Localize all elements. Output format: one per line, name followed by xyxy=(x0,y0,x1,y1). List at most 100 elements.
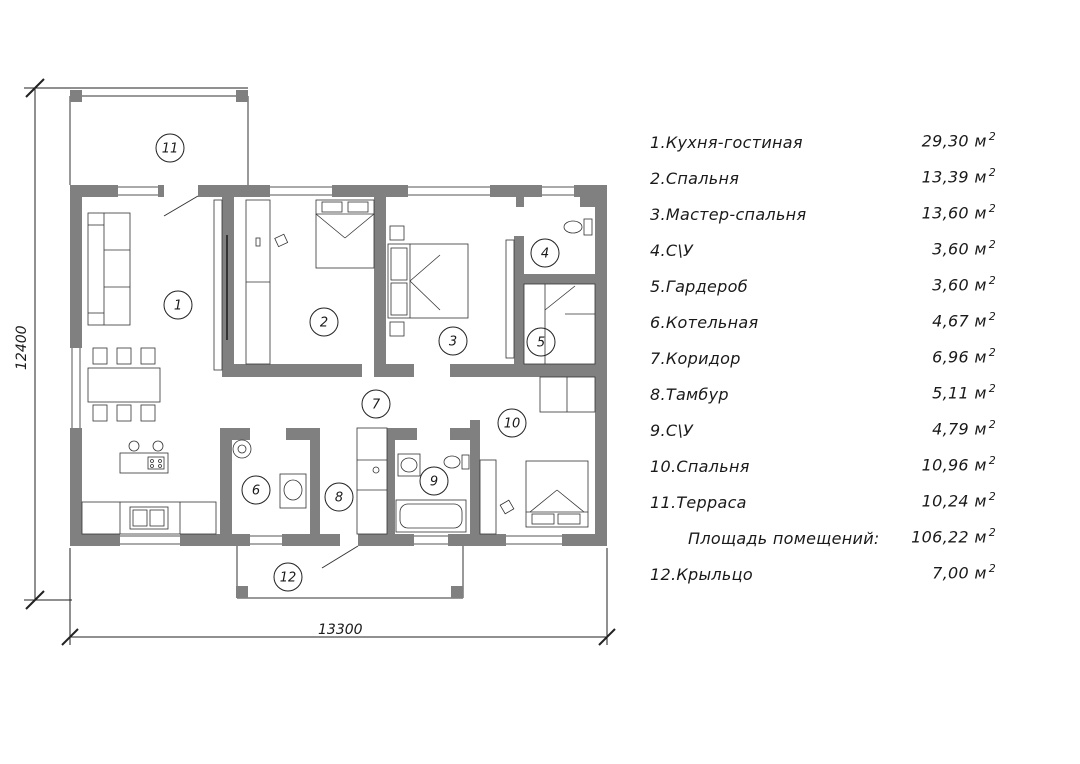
area-value: 29,30 xyxy=(921,131,969,151)
terrace-outline xyxy=(69,95,464,599)
room-name: 4.С\У xyxy=(650,241,694,260)
room-marker-12: 12 xyxy=(273,562,303,592)
area-unit: м xyxy=(974,239,987,259)
area-unit-power: 2 xyxy=(988,454,996,467)
area-unit: м xyxy=(974,275,987,295)
area-unit: м xyxy=(974,203,987,223)
area-unit-power: 2 xyxy=(988,166,996,179)
area-unit: м xyxy=(974,383,987,403)
room-name: 6.Котельная xyxy=(650,313,759,332)
room-name: 8.Тамбур xyxy=(650,385,729,404)
area-value: 3,60 xyxy=(932,275,969,295)
room-name: 7.Коридор xyxy=(650,349,741,368)
area-unit-power: 2 xyxy=(988,418,996,431)
area-unit: м xyxy=(974,455,987,475)
area-value: 7,00 xyxy=(932,563,969,583)
room-marker-9: 9 xyxy=(419,466,449,496)
room-marker-1: 1 xyxy=(163,290,193,320)
room-marker-5: 5 xyxy=(526,327,556,357)
area-unit-power: 2 xyxy=(988,274,996,287)
room-marker-label: 7 xyxy=(372,398,381,413)
height-dimension-label: 12400 xyxy=(14,325,30,370)
width-dimension-label: 13300 xyxy=(318,622,363,638)
room-marker-label: 12 xyxy=(280,571,297,586)
room-name: 1.Кухня-гостиная xyxy=(650,133,803,152)
area-unit: м xyxy=(974,491,987,511)
area-unit-power: 2 xyxy=(988,490,996,503)
area-unit: м xyxy=(974,311,987,331)
windows xyxy=(71,186,574,545)
room-marker-label: 1 xyxy=(174,299,182,314)
area-value: 4,79 xyxy=(932,419,969,439)
room-marker-label: 5 xyxy=(537,336,545,351)
area-unit: м xyxy=(974,563,987,583)
area-unit: м xyxy=(974,167,987,187)
room-markers: 11 1 2 3 4 5 6 7 8 9 10 12 xyxy=(155,133,560,592)
area-unit-power: 2 xyxy=(988,526,996,539)
room-marker-10: 10 xyxy=(497,408,527,438)
room-marker-label: 9 xyxy=(430,475,438,490)
area-unit-power: 2 xyxy=(988,310,996,323)
room-marker-label: 4 xyxy=(541,247,549,262)
furniture xyxy=(81,199,596,535)
area-unit-power: 2 xyxy=(988,562,996,575)
area-unit-power: 2 xyxy=(988,130,996,143)
area-value: 10,24 xyxy=(921,491,969,511)
room-marker-11: 11 xyxy=(155,133,185,163)
room-marker-label: 10 xyxy=(504,417,521,432)
area-unit-power: 2 xyxy=(988,346,996,359)
room-marker-2: 2 xyxy=(309,307,339,337)
room-marker-label: 2 xyxy=(320,316,328,331)
area-value: 13,39 xyxy=(921,167,969,187)
area-value: 106,22 xyxy=(911,527,969,547)
room-marker-label: 8 xyxy=(335,491,343,506)
room-marker-label: 11 xyxy=(162,142,179,157)
room-name: 12.Крыльцо xyxy=(650,565,753,584)
area-value: 4,67 xyxy=(932,311,969,331)
area-value: 13,60 xyxy=(921,203,969,223)
room-name: 11.Терраса xyxy=(650,493,747,512)
area-value: 3,60 xyxy=(932,239,969,259)
room-marker-3: 3 xyxy=(438,326,468,356)
area-unit: м xyxy=(974,131,987,151)
dimension-lines xyxy=(24,78,616,646)
room-name: 2.Спальня xyxy=(650,169,740,188)
room-marker-7: 7 xyxy=(361,389,391,419)
area-unit: м xyxy=(974,527,987,547)
area-unit-power: 2 xyxy=(988,238,996,251)
total-area-label: Площадь помещений: xyxy=(688,529,880,548)
area-unit-power: 2 xyxy=(988,202,996,215)
room-name: 9.С\У xyxy=(650,421,694,440)
area-unit: м xyxy=(974,419,987,439)
walls xyxy=(70,185,607,546)
room-name: 3.Мастер-спальня xyxy=(650,205,807,224)
area-unit-power: 2 xyxy=(988,382,996,395)
